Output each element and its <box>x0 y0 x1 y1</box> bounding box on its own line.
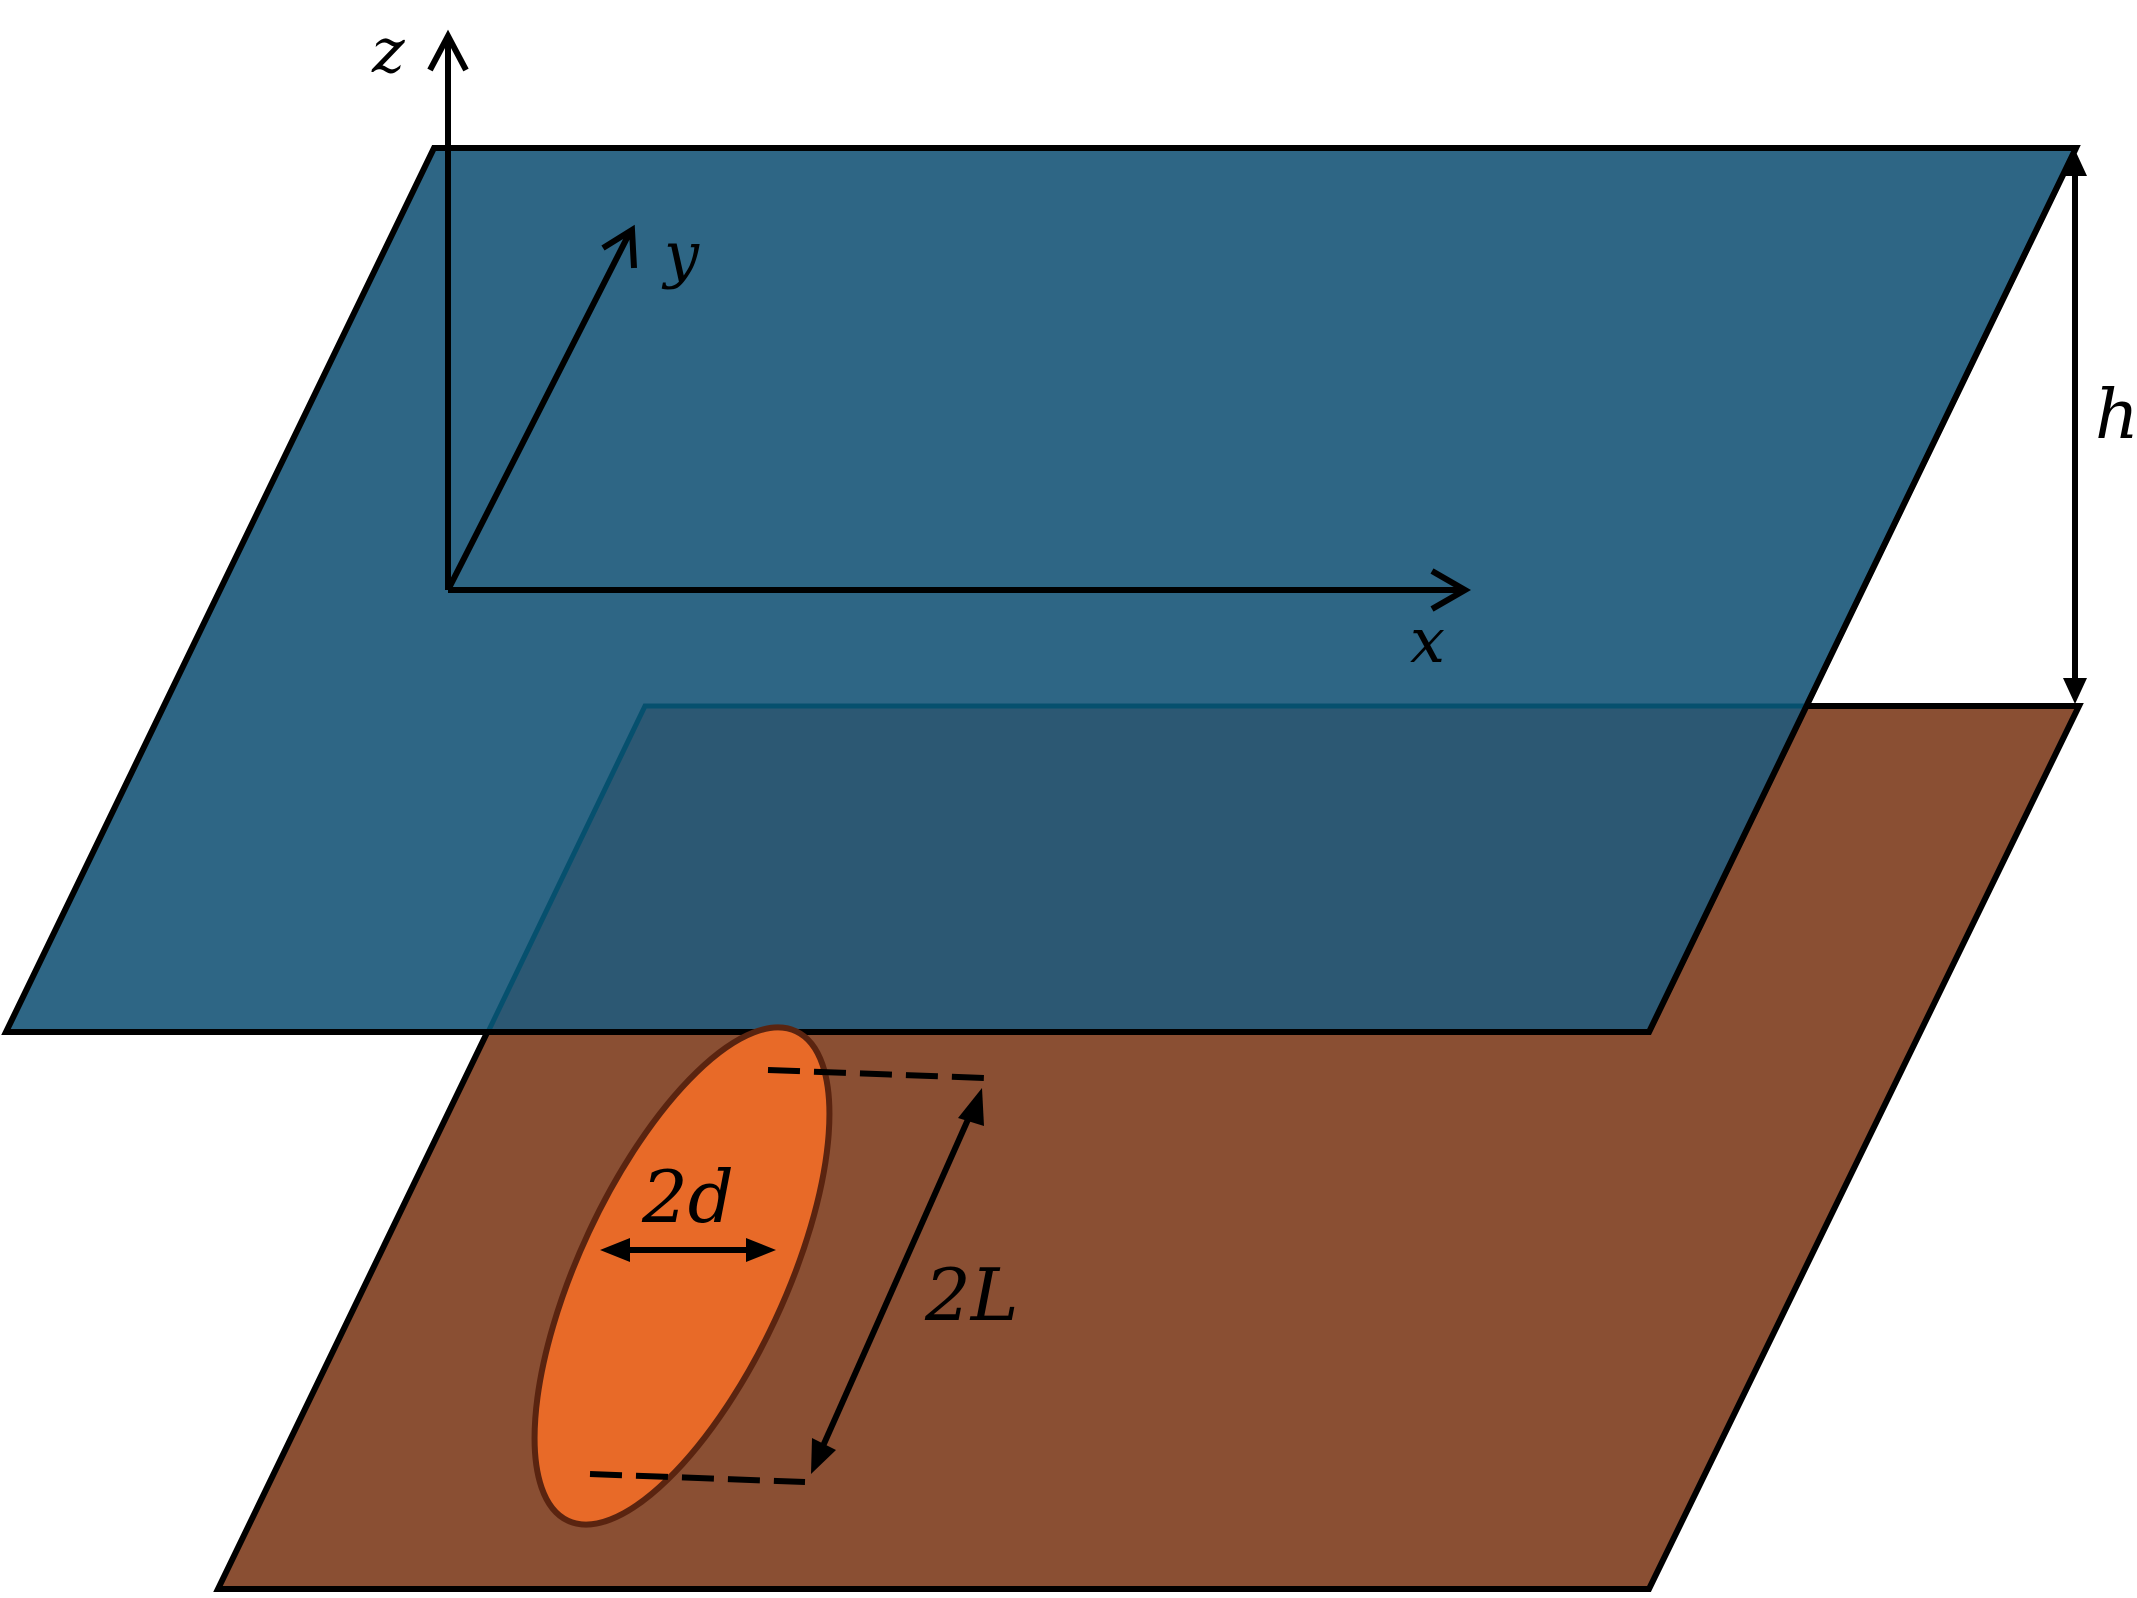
length-arrow-top <box>958 1088 984 1126</box>
length-arrow-bottom <box>811 1438 836 1474</box>
orange-patch <box>531 1024 833 1528</box>
length-dimension-line <box>820 1113 973 1448</box>
z-axis-label: z <box>371 14 405 87</box>
height-arrow-top <box>2063 150 2087 176</box>
dashed-guide-bottom <box>589 1471 806 1485</box>
bottom-plane-hidden-edge <box>485 703 1806 1034</box>
z-arrowhead <box>427 29 469 72</box>
width-label: 2d <box>641 1155 734 1239</box>
x-arrowhead <box>1430 568 1472 612</box>
width-arrow-left <box>600 1238 630 1262</box>
y-axis <box>445 230 633 592</box>
top-plane-edge <box>6 146 2079 1035</box>
length-label: 2L <box>924 1253 1019 1337</box>
height-label: h <box>2095 376 2137 455</box>
dashed-guide-top <box>767 1067 986 1081</box>
y-axis-label: y <box>661 218 700 291</box>
overlap-region <box>488 706 1806 1032</box>
x-axis-label: x <box>1410 604 1445 677</box>
height-arrow-bottom <box>2063 678 2087 704</box>
y-arrowhead <box>601 224 637 269</box>
width-arrow-right <box>746 1238 776 1262</box>
